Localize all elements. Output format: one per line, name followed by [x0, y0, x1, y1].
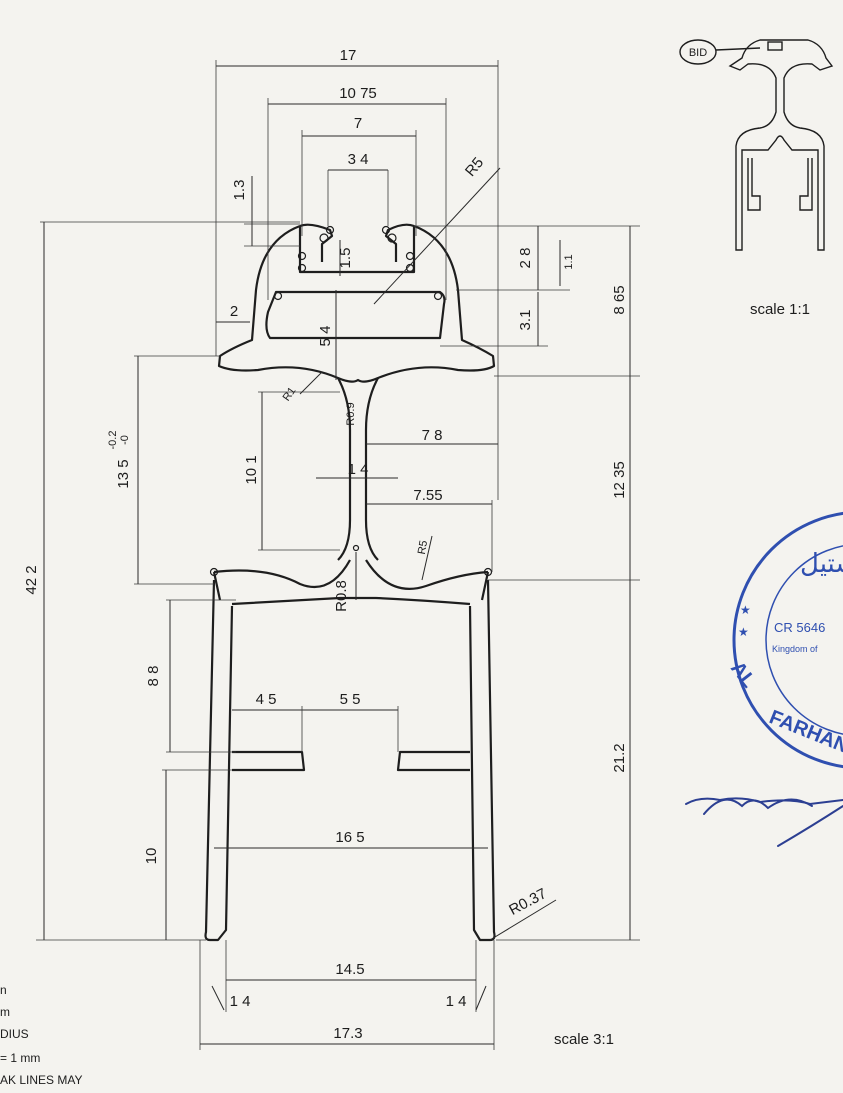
dim-overall-height: 42 2 [23, 565, 40, 594]
dim-slot-depth: 1.5 [337, 248, 354, 269]
bid-label: BID [689, 47, 707, 59]
thumb-scale-label: scale 1:1 [750, 301, 810, 318]
dim-middle-tol-upper: -0.2 [107, 431, 119, 450]
dim-top-section-height: 8 65 [611, 285, 628, 314]
profile-outline [204, 223, 496, 942]
star-icon: ★ [738, 625, 749, 639]
dim-neck-height: 10 1 [243, 455, 260, 484]
dim-wall-left: 1 4 [230, 993, 251, 1010]
dim-foot-radius: R0.37 [506, 885, 549, 919]
signature [685, 797, 843, 847]
dim-channel-upper-height: 8 8 [145, 666, 162, 687]
dim-neck-side-width: 7 8 [422, 427, 443, 444]
dim-base-gap: 14.5 [335, 961, 364, 978]
note-line-1: n [0, 983, 7, 997]
note-line-5: AK LINES MAY [0, 1073, 82, 1087]
dim-channel-lower-height: 10 [143, 848, 160, 865]
dim-head-height: 2 8 [517, 248, 534, 269]
note-line-2: m [0, 1005, 10, 1019]
stamp-registration: CR 5646 [774, 620, 825, 635]
stamp-arabic: ستيل [800, 548, 843, 578]
dim-slot-width: 3 4 [348, 151, 369, 168]
dim-neck-radius: R1 [281, 385, 299, 403]
dim-base-width: 17.3 [333, 1025, 362, 1042]
dim-middle-section-height: 12 35 [611, 461, 628, 499]
thumbnail-view: BID scale 1:1 [679, 39, 834, 318]
dim-head-offset: 5 4 [317, 326, 334, 347]
dimension-lines [36, 60, 640, 1050]
dim-top-radius: R5 [462, 154, 487, 180]
main-scale-label: scale 3:1 [554, 1031, 614, 1048]
stamp-company-bottom: FARHAN [766, 706, 843, 758]
dim-slot-lip: 1.3 [231, 180, 248, 201]
stamp-company-left: AL [726, 658, 760, 693]
dim-channel-inner-width: 16 5 [335, 829, 364, 846]
dim-overall-top-width: 17 [340, 47, 357, 64]
notes-block: n m DIUS = 1 mm AK LINES MAY [0, 983, 82, 1087]
stamp-country: Kingdom of [772, 644, 818, 654]
dim-cavity-height: 3.1 [517, 310, 534, 331]
dim-neck-width: 1 4 [348, 461, 369, 478]
dim-head-step: 1.1 [563, 254, 575, 269]
dim-middle-tol-lower: -0 [119, 435, 131, 445]
dim-side-lip: 2 [230, 303, 238, 320]
dim-lower-fillet: R0.8 [333, 580, 350, 612]
dim-head-inner-width: 7 [354, 115, 362, 132]
dim-neck-inner-radius: R0.9 [345, 402, 357, 425]
dim-head-outer-width: 10 75 [339, 85, 377, 102]
dim-left-tab: 4 5 [256, 691, 277, 708]
dim-bottom-section-height: 21.2 [611, 743, 628, 772]
company-stamp: ستيل CR 5646 Kingdom of AL FARHAN ★ ★ [726, 511, 843, 769]
dim-middle-height: 13 5 [115, 459, 132, 488]
star-icon: ★ [740, 603, 751, 617]
note-line-3: DIUS [0, 1027, 29, 1041]
note-line-4: = 1 mm [0, 1051, 40, 1065]
dimension-labels: 17 10 75 7 3 4 1.3 1.5 R5 2 8 1.1 3.1 8 … [23, 47, 628, 1048]
dim-lower-arc-width: 7.55 [413, 487, 442, 504]
dim-wall-right: 1 4 [446, 993, 467, 1010]
dim-lower-radius: R5 [416, 540, 430, 556]
dim-right-tab: 5 5 [340, 691, 361, 708]
